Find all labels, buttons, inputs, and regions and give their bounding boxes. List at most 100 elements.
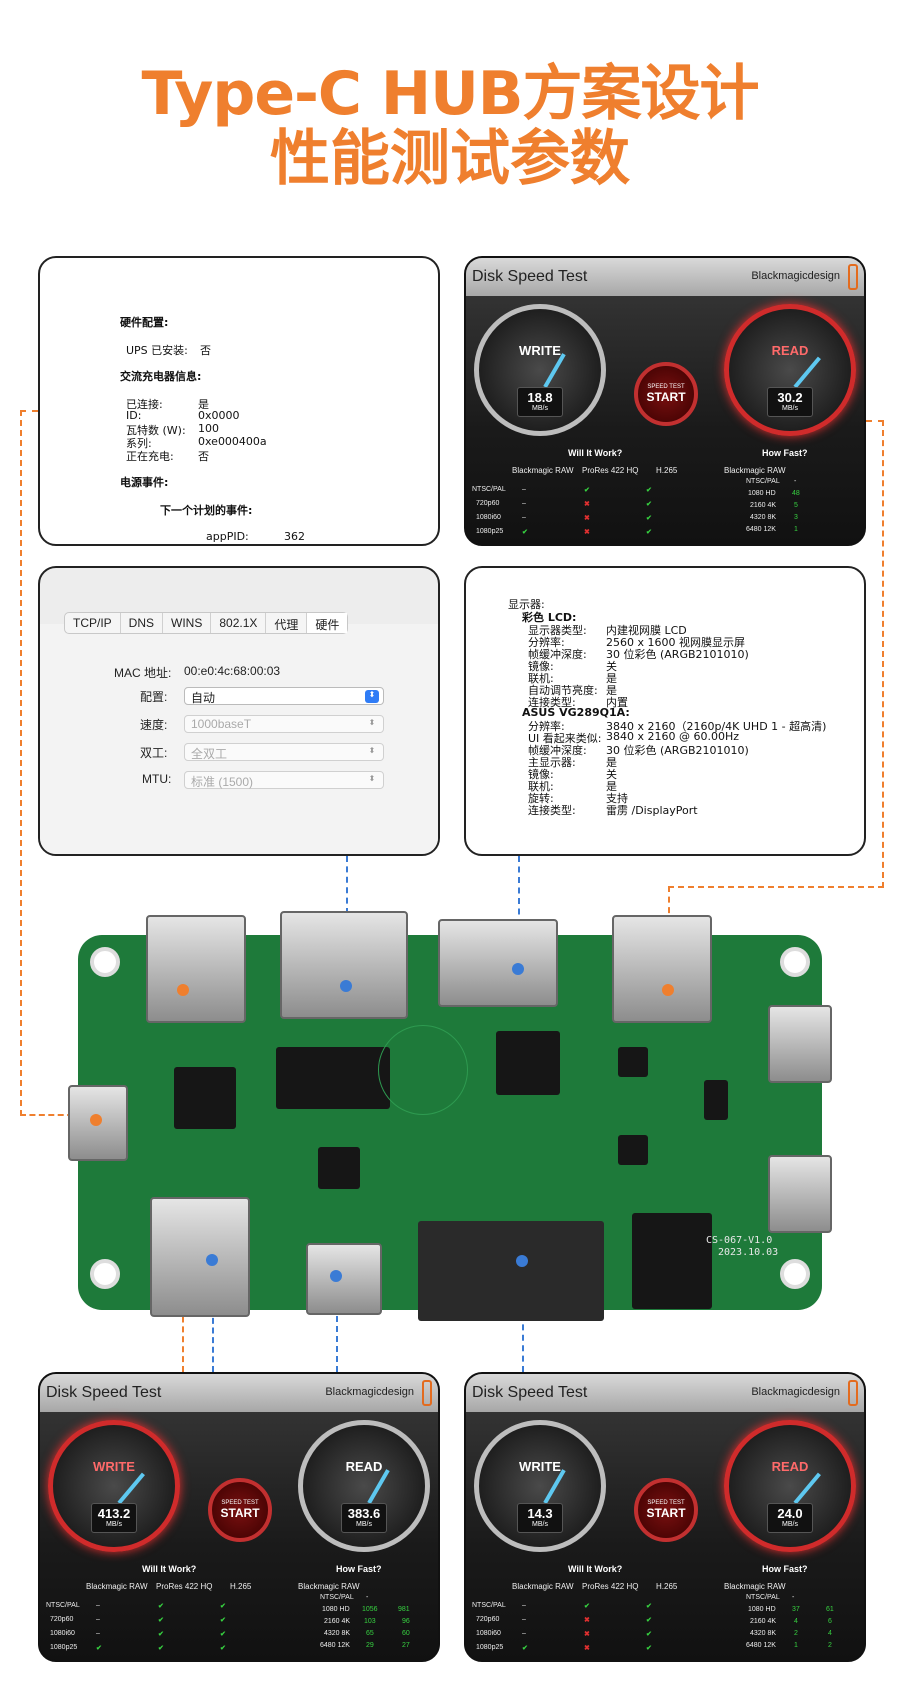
fast-value: 5 (794, 502, 798, 509)
power-info-panel: 硬件配置: UPS 已安装: 否 交流充电器信息: 已连接: 是 ID: 0x0… (38, 256, 440, 546)
chevron-updown-icon: ⬍ (368, 718, 376, 727)
needle-icon (793, 1472, 821, 1505)
tab-dns[interactable]: DNS (121, 613, 164, 633)
write-value: 413.2 (97, 1506, 131, 1521)
bm-raw-heading: Blackmagic RAW (724, 1582, 786, 1591)
mount-hole-icon (90, 947, 120, 977)
family-value: 0xe000400a (198, 435, 267, 448)
fast-row-label: 2160 4K (750, 1618, 777, 1625)
lcd-row-value: 内建视网膜 LCD (606, 624, 687, 637)
prores-heading: ProRes 422 HQ (156, 1582, 213, 1591)
bm-raw-heading: Blackmagic RAW (724, 466, 786, 475)
will-it-work-heading: Will It Work? (142, 1564, 197, 1574)
start-label: START (646, 390, 686, 404)
duplex-select[interactable]: 全双工⬍ (184, 743, 384, 761)
brand-logo-icon (422, 1380, 432, 1406)
mtu-select[interactable]: 标准 (1500)⬍ (184, 771, 384, 789)
fast-value: 60 (402, 1630, 410, 1637)
fast-row-label: 1080 HD (748, 1606, 776, 1613)
row-label: 1080i60 (476, 514, 501, 521)
bm-raw-heading: Blackmagic RAW (86, 1582, 148, 1591)
write-label: WRITE (519, 1459, 561, 1474)
read-unit: MB/s (782, 1521, 798, 1528)
ups-value: 否 (200, 344, 211, 357)
speed-label: 速度: (140, 718, 168, 732)
marker-dot (516, 1255, 528, 1267)
needle-icon (543, 353, 566, 388)
row-label: 1080p25 (476, 1644, 504, 1651)
tab-proxy[interactable]: 代理 (266, 613, 308, 633)
how-fast-heading: How Fast? (762, 1564, 808, 1574)
fast-row-label: 2160 4K (324, 1618, 351, 1625)
id-value: 0x0000 (198, 409, 240, 422)
results-table: Will It Work? How Fast? Blackmagic RAW P… (46, 1564, 410, 1652)
fast-row-label: 1080 HD (322, 1606, 350, 1613)
speed-value: 1000baseT (191, 717, 252, 731)
small-chip (618, 1047, 648, 1077)
watts-label: 瓦特数 (W): (126, 424, 186, 437)
fast-value: - (794, 478, 797, 485)
read-label: READ (345, 1459, 383, 1474)
fast-row-label: 2160 4K (750, 502, 777, 509)
tab-8021x[interactable]: 802.1X (211, 613, 267, 633)
chevron-updown-icon: ⬍ (368, 746, 376, 755)
app-title: Disk Speed Test (46, 1384, 162, 1401)
fast-row-label: 6480 12K (746, 1642, 776, 1649)
fast-value: 1 (794, 1642, 798, 1649)
fast-value: 2 (794, 1630, 798, 1637)
brand-logo-icon (848, 264, 858, 290)
will-it-work-heading: Will It Work? (568, 448, 623, 458)
results-table: Will It Work? How Fast? Blackmagic RAW P… (472, 448, 808, 536)
tab-hardware[interactable]: 硬件 (307, 613, 348, 633)
asus-row-value: 关 (606, 768, 617, 781)
speed-select[interactable]: 1000baseT ⬍ (184, 715, 384, 733)
asus-row-value: 30 位彩色 (ARGB2101010) (606, 744, 749, 757)
small-chip (618, 1135, 648, 1165)
mount-hole-icon (90, 1259, 120, 1289)
connected-label: 已连接: (126, 398, 163, 411)
fast-value: 4 (794, 1618, 798, 1625)
ethernet-port (280, 911, 408, 1019)
marker-dot (206, 1254, 218, 1266)
asus-row-label: 主显示器: (528, 756, 576, 769)
how-fast-heading: How Fast? (762, 448, 808, 458)
asus-row-label: UI 看起来类似: (528, 732, 602, 745)
fast-value: 1 (794, 526, 798, 533)
tab-tcpip[interactable]: TCP/IP (65, 613, 121, 633)
tab-wins[interactable]: WINS (163, 613, 212, 633)
app-title: Disk Speed Test (472, 268, 588, 285)
hub-chip (174, 1067, 236, 1129)
lcd-row-label: 镜像: (528, 660, 554, 673)
write-value: 18.8 (527, 390, 553, 405)
fast-row-label: 1080 HD (748, 490, 776, 497)
row-label: NTSC/PAL (46, 1602, 80, 1609)
pcb-label: CS-067-V1.0 (706, 1235, 773, 1246)
fast-row-label: NTSC/PAL (320, 1594, 354, 1601)
read-value: 383.6 (347, 1506, 381, 1521)
mac-label: MAC 地址: (114, 666, 172, 680)
fast-value: 3 (794, 514, 798, 521)
asus-row-value: 是 (606, 780, 617, 793)
fast-value: 96 (402, 1618, 410, 1625)
fast-value: - (366, 1594, 369, 1601)
mount-hole-icon (780, 1259, 810, 1289)
main-chip (276, 1047, 390, 1109)
brand-label: Blackmagicdesign (751, 270, 840, 282)
marker-dot (512, 963, 524, 975)
lcd-row-label: 分辨率: (528, 636, 565, 649)
charging-label: 正在充电: (126, 450, 174, 463)
pcb-circle-mark (378, 1025, 468, 1115)
duplex-label: 双工: (140, 746, 168, 760)
config-select[interactable]: 自动⬍ (184, 687, 384, 705)
network-tabs: TCP/IP DNS WINS 802.1X 代理 硬件 (64, 612, 349, 634)
read-label: READ (771, 1459, 809, 1474)
fast-row-label: 6480 12K (746, 526, 776, 533)
next-event-heading: 下一个计划的事件: (160, 504, 253, 517)
